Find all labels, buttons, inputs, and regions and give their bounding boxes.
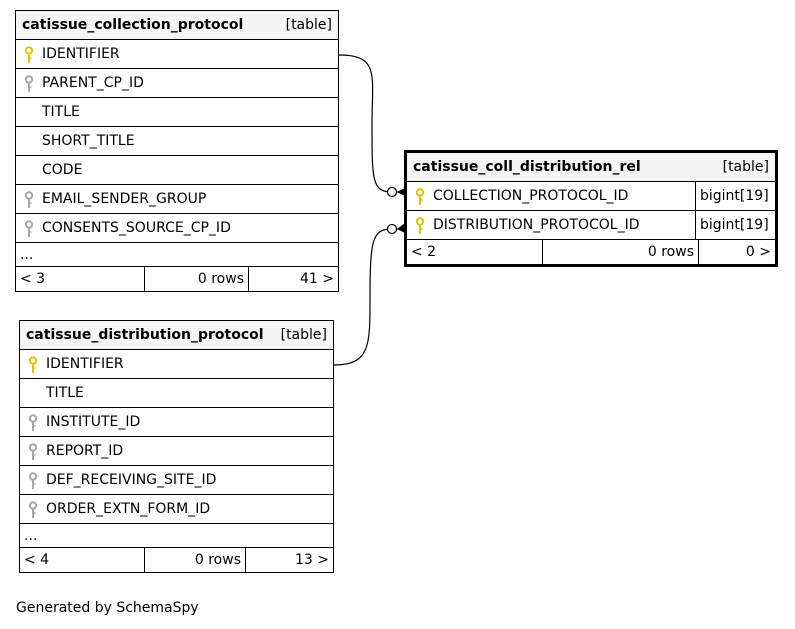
key-icon [28,472,38,489]
table-footer: < 2 0 rows 0 > [407,240,775,264]
column-row[interactable]: COLLECTION_PROTOCOL_ID bigint[19] [407,182,775,211]
column-row[interactable]: TITLE [20,379,333,408]
column-row[interactable]: ORDER_EXTN_FORM_ID [20,495,333,524]
column-row[interactable]: INSTITUTE_ID [20,408,333,437]
row-count: 0 rows [542,240,698,264]
table-footer: < 4 0 rows 13 > [20,548,333,572]
column-row[interactable]: SHORT_TITLE [16,127,338,156]
column-row[interactable]: IDENTIFIER [16,40,338,69]
column-type: bigint[19] [695,182,775,210]
key-icon [28,443,38,460]
table-footer: < 3 0 rows 41 > [16,267,338,291]
key-icon [28,501,38,518]
column-name: INSTITUTE_ID [46,414,141,430]
column-name: IDENTIFIER [46,356,124,372]
column-row[interactable]: IDENTIFIER [20,350,333,379]
table-name: catissue_coll_distribution_rel [413,159,641,175]
key-icon [415,188,425,205]
key-icon [415,217,425,234]
column-name: PARENT_CP_ID [42,75,144,91]
row-count: 0 rows [144,548,245,572]
column-row[interactable]: DISTRIBUTION_PROTOCOL_ID bigint[19] [407,211,775,240]
children-count[interactable]: 13 > [245,548,333,572]
column-name: REPORT_ID [46,443,124,459]
column-name: CONSENTS_SOURCE_CP_ID [42,220,231,236]
more-columns: ... [20,524,333,548]
key-icon [24,220,34,237]
table-header: catissue_collection_protocol [table] [16,11,338,40]
column-name: TITLE [46,385,84,401]
table-distribution-protocol[interactable]: catissue_distribution_protocol [table] I… [19,320,334,573]
column-row[interactable]: REPORT_ID [20,437,333,466]
generated-by: Generated by SchemaSpy [16,600,199,616]
column-type: bigint[19] [695,211,775,239]
key-icon [24,191,34,208]
column-name: COLLECTION_PROTOCOL_ID [433,188,629,204]
row-count: 0 rows [144,267,248,291]
key-icon [24,46,34,63]
column-name: DEF_RECEIVING_SITE_ID [46,472,217,488]
table-kind: [table] [722,159,769,175]
column-name: IDENTIFIER [42,46,120,62]
column-row[interactable]: CONSENTS_SOURCE_CP_ID [16,214,338,243]
table-header: catissue_coll_distribution_rel [table] [407,153,775,182]
table-name: catissue_distribution_protocol [26,327,264,343]
table-kind: [table] [285,17,332,33]
column-name: SHORT_TITLE [42,133,135,149]
children-count[interactable]: 41 > [248,267,338,291]
column-name: TITLE [42,104,80,120]
column-row[interactable]: TITLE [16,98,338,127]
key-icon [28,356,38,373]
parents-count[interactable]: < 4 [24,552,50,568]
column-name: EMAIL_SENDER_GROUP [42,191,207,207]
table-kind: [table] [280,327,327,343]
parents-count[interactable]: < 2 [411,244,437,260]
table-coll-distribution-rel[interactable]: catissue_coll_distribution_rel [table] C… [404,150,778,267]
table-name: catissue_collection_protocol [22,17,244,33]
key-icon [24,75,34,92]
column-name: DISTRIBUTION_PROTOCOL_ID [433,217,640,233]
column-name: CODE [42,162,83,178]
column-row[interactable]: DEF_RECEIVING_SITE_ID [20,466,333,495]
column-row[interactable]: EMAIL_SENDER_GROUP [16,185,338,214]
column-name: ORDER_EXTN_FORM_ID [46,501,211,517]
table-collection-protocol[interactable]: catissue_collection_protocol [table] IDE… [15,10,339,292]
key-icon [28,414,38,431]
table-header: catissue_distribution_protocol [table] [20,321,333,350]
column-row[interactable]: PARENT_CP_ID [16,69,338,98]
column-row[interactable]: CODE [16,156,338,185]
parents-count[interactable]: < 3 [20,271,46,287]
more-columns: ... [16,243,338,267]
children-count[interactable]: 0 > [698,240,775,264]
